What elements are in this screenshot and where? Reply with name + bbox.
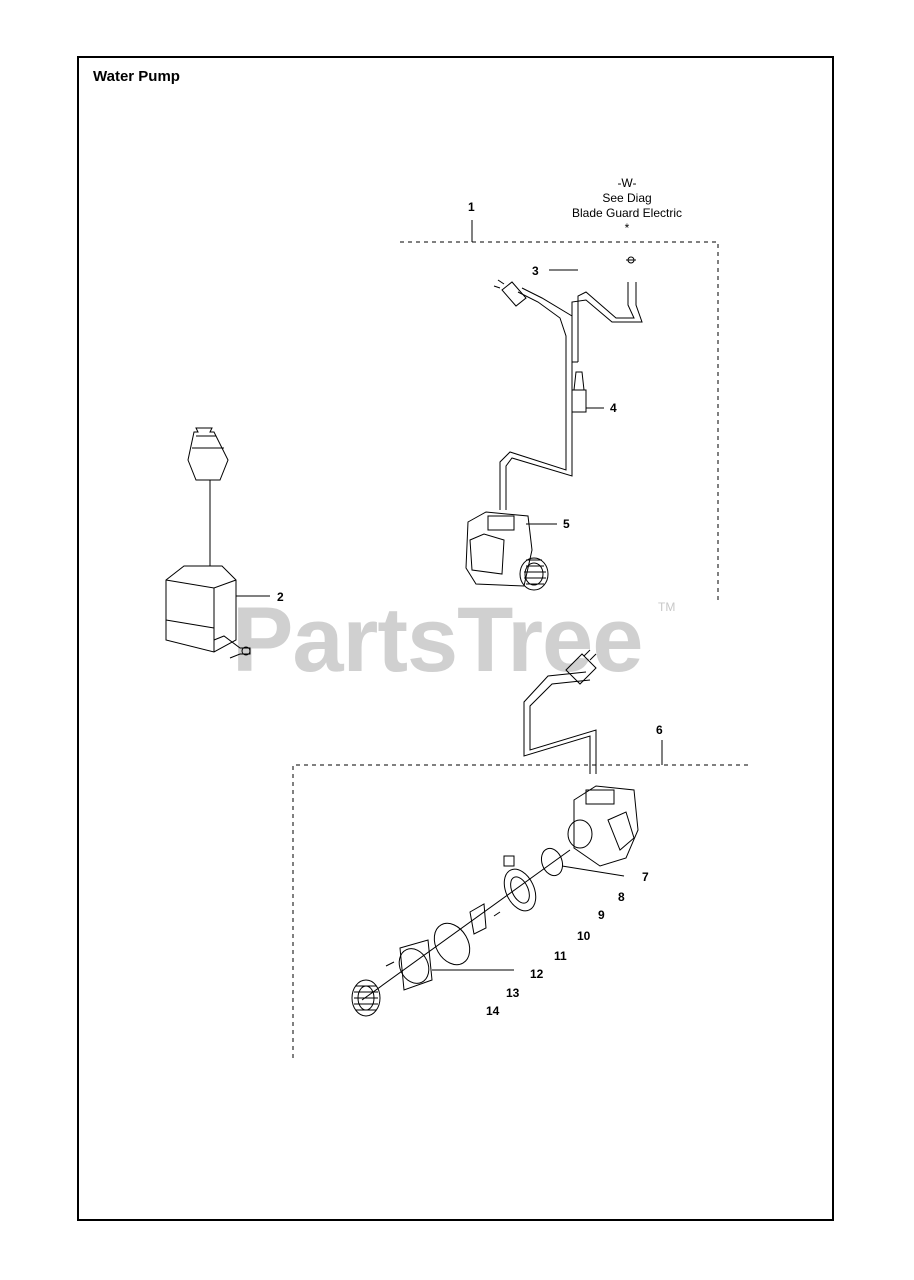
diagram-frame — [77, 56, 834, 1221]
callout-1: 1 — [468, 200, 475, 214]
callout-12: 12 — [530, 967, 544, 981]
hose-part-3 — [571, 282, 643, 363]
note-line-1: -W- — [617, 176, 637, 190]
connector-part-4 — [571, 371, 587, 413]
callout-14: 14 — [486, 1004, 500, 1018]
callout-7: 7 — [642, 870, 649, 884]
power-cord-1 — [493, 279, 573, 510]
watermark-tm: TM — [658, 600, 676, 614]
callout-13: 13 — [506, 986, 520, 1000]
pump-part-6 — [351, 785, 639, 1017]
group-6-boundary — [292, 764, 750, 1058]
watermark: PartsTree — [232, 589, 643, 691]
diagram-title: Water Pump — [93, 68, 180, 85]
pump-part-5 — [465, 511, 549, 591]
callout-5: 5 — [563, 517, 570, 531]
note-line-3: Blade Guard Electric — [571, 206, 683, 220]
leader-7 — [561, 865, 625, 877]
callout-8: 8 — [618, 890, 625, 904]
callout-4: 4 — [610, 401, 617, 415]
note-line-2: See Diag — [602, 191, 652, 205]
see-diagram-note: -W- See Diag Blade Guard Electric * — [556, 176, 698, 236]
callout-10: 10 — [577, 929, 591, 943]
callout-3: 3 — [532, 264, 539, 278]
callout-11: 11 — [554, 949, 567, 963]
power-cord-2 — [523, 649, 597, 774]
callout-2: 2 — [277, 590, 284, 604]
callout-6: 6 — [656, 723, 663, 737]
pump-part-2 — [165, 427, 251, 659]
callout-9: 9 — [598, 908, 605, 922]
group-1-boundary — [400, 241, 719, 600]
note-line-4: * — [624, 221, 630, 235]
hose-fitting-top — [626, 256, 636, 264]
